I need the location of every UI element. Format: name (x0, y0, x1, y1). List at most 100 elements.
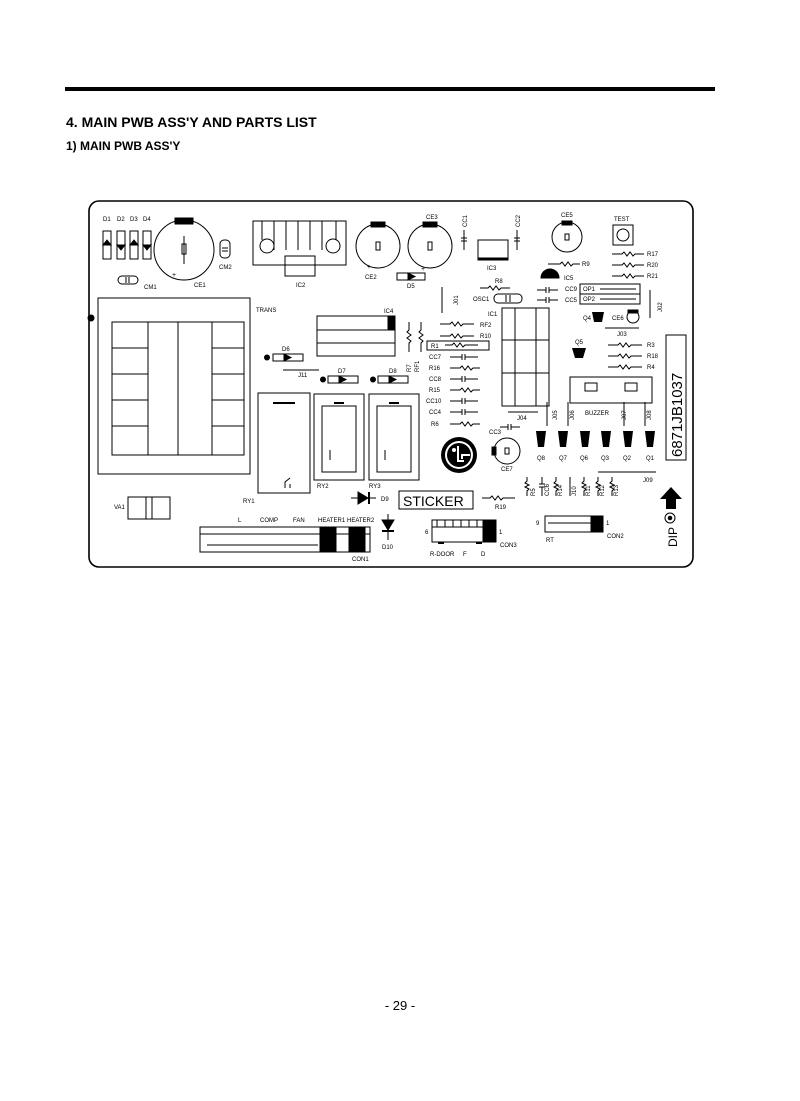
resistor-r19 (482, 495, 515, 501)
label-l: L (238, 518, 242, 524)
ic4 (316, 315, 396, 357)
connector-con1 (199, 526, 371, 553)
buzzer (569, 376, 653, 404)
label-sticker: STICKER (403, 493, 464, 509)
label-q7: Q7 (559, 456, 568, 462)
label-ce3-plus: + (421, 266, 425, 273)
resistors-r3-r18-r4 (608, 342, 642, 370)
label-ry3: RY3 (369, 484, 381, 490)
label-cc2: CC2 (516, 214, 522, 227)
label-j05: J05 (553, 410, 559, 420)
label-cc6: CC6 (545, 483, 551, 496)
label-cc3: CC3 (489, 430, 502, 436)
capacitor-ce7 (491, 437, 521, 465)
label-ry1: RY1 (243, 499, 255, 505)
label-comp: COMP (260, 518, 278, 524)
label-ce2-plus: + (367, 264, 371, 271)
label-cc8: CC8 (429, 377, 442, 383)
label-ce1-plus: + (172, 272, 176, 279)
label-ce7: CE7 (501, 467, 513, 473)
capacitor-ce1 (153, 217, 215, 281)
label-heater1: HEATER1 (318, 518, 346, 524)
label-cc4: CC4 (429, 410, 442, 416)
resistors-top-right (548, 251, 644, 279)
label-r18: R18 (647, 354, 659, 360)
label-op2: OP2 (583, 297, 596, 303)
label-d: D (481, 552, 486, 558)
label-ic1: IC1 (488, 312, 498, 318)
header-rule (65, 87, 715, 91)
label-d9: D9 (381, 497, 389, 503)
label-r16: R16 (429, 366, 441, 372)
dip-arrow-icon (660, 487, 682, 509)
label-j04: J04 (517, 416, 527, 422)
capacitor-cm1 (117, 275, 139, 285)
label-model: 6871JB1037 (669, 373, 686, 457)
diode-d7 (320, 375, 359, 384)
label-d8: D8 (389, 369, 397, 375)
label-ic2: IC2 (296, 283, 306, 289)
sensor-ic5 (540, 268, 560, 279)
label-cc7: CC7 (429, 355, 442, 361)
transistor-row-q8-q1 (536, 431, 655, 447)
label-r1: R1 (431, 344, 439, 350)
label-d10: D10 (382, 545, 394, 551)
label-d5: D5 (407, 284, 415, 290)
regulator-ic3 (477, 239, 509, 261)
model-label-box (665, 334, 687, 461)
label-va1: VA1 (114, 505, 126, 511)
label-ce1: CE1 (194, 283, 206, 289)
label-cc10: CC10 (426, 399, 442, 405)
label-rf2: RF2 (480, 323, 492, 329)
label-r11: R11 (586, 485, 592, 496)
test-switch (612, 224, 634, 246)
label-r15: R15 (429, 388, 441, 394)
label-rt: RT (546, 538, 554, 544)
label-r19: R19 (495, 505, 507, 511)
oscillator-osc1 (493, 293, 523, 304)
label-d2: D2 (117, 217, 125, 223)
label-ry2: RY2 (317, 484, 329, 490)
label-r12: R12 (600, 484, 606, 496)
capacitor-cm2 (219, 239, 231, 259)
label-con3-pin6: 6 (425, 530, 429, 536)
label-rt-pin9: 9 (536, 521, 540, 527)
label-ce6: CE6 (612, 316, 624, 322)
label-ce2: CE2 (365, 275, 377, 281)
capacitor-ce3 (407, 221, 453, 269)
label-f: F (463, 552, 467, 558)
label-con2: CON2 (607, 534, 624, 540)
label-r14: R14 (558, 484, 564, 496)
resistor-r8 (480, 285, 510, 291)
label-d3: D3 (130, 217, 138, 223)
label-d1: D1 (103, 217, 111, 223)
label-op1: OP1 (583, 287, 596, 293)
label-r20: R20 (647, 263, 659, 269)
jumpers-j04-j08 (508, 402, 646, 426)
diodes-d1-d4 (101, 230, 153, 260)
label-j01: J01 (454, 295, 460, 305)
label-test: TEST (614, 217, 630, 223)
board-marker-dot (87, 314, 95, 322)
connector-con3 (431, 519, 497, 544)
label-q6: Q6 (580, 456, 589, 462)
label-r9: R9 (582, 262, 590, 268)
label-r7: R7 (407, 364, 413, 372)
diode-d5 (396, 272, 426, 281)
label-cc1: CC1 (463, 214, 469, 227)
label-r17: R17 (647, 252, 659, 258)
label-r13: R13 (614, 484, 620, 496)
label-j02: J02 (658, 302, 664, 312)
label-j09: J09 (643, 478, 653, 484)
label-j08: J08 (647, 410, 653, 420)
capacitor-cc3 (500, 424, 520, 430)
capacitor-ce5 (551, 220, 583, 253)
label-q2: Q2 (623, 456, 632, 462)
diode-d10 (381, 514, 395, 540)
label-rf1: RF1 (415, 360, 421, 372)
label-ce3: CE3 (426, 215, 438, 221)
dip-ring-icon (664, 512, 676, 524)
label-r6: R6 (431, 422, 439, 428)
label-ic4: IC4 (384, 309, 394, 315)
capacitor-ce2 (355, 221, 401, 269)
